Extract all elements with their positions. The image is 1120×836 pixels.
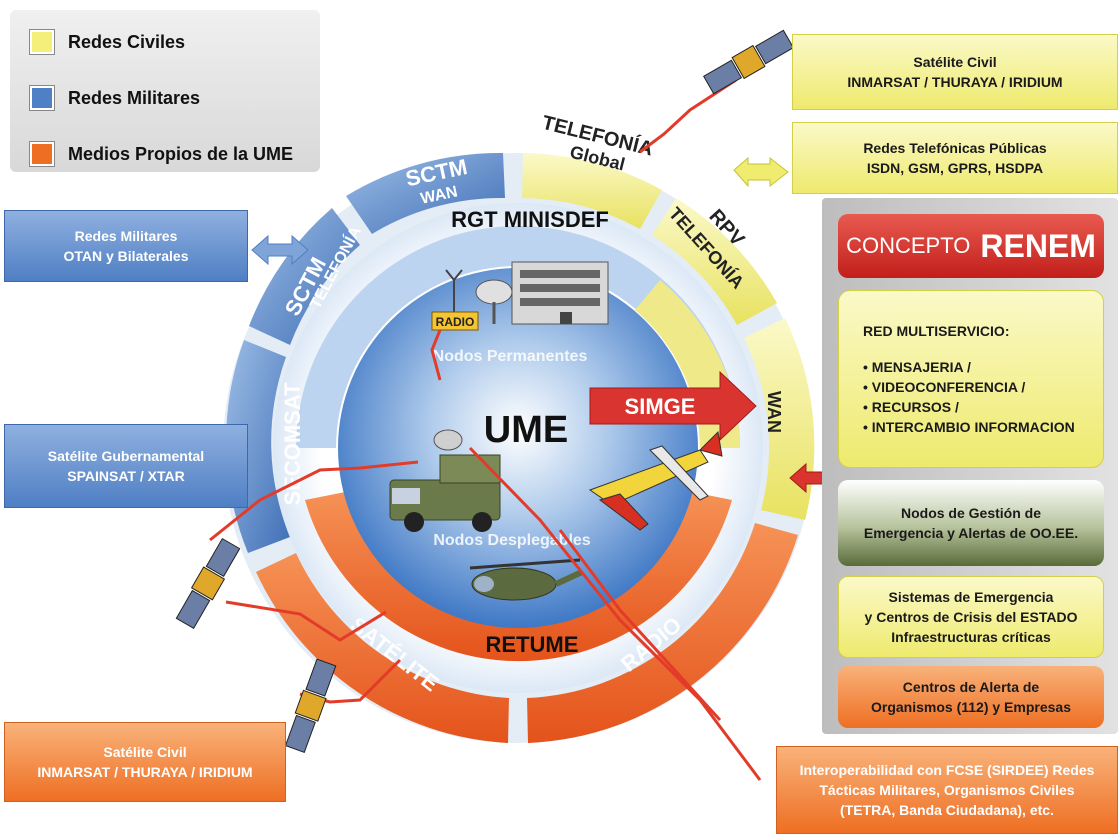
center-title: UME xyxy=(484,409,568,451)
nodes-mgmt-line1: Nodos de Gestión de xyxy=(900,505,1041,521)
box-sat-gov-line1: Satélite Gubernamental xyxy=(47,448,205,464)
renem-state-systems: Sistemas de Emergencia y Centros de Cris… xyxy=(838,576,1104,658)
box-sat-civil-bottom-line2: INMARSAT / THURAYA / IRIDIUM xyxy=(37,764,253,780)
box-interop-line3: (TETRA, Banda Ciudadana), etc. xyxy=(840,802,1054,818)
box-sat-civil-top-line2: INMARSAT / THURAYA / IRIDIUM xyxy=(847,74,1063,90)
segment-sctm-wan xyxy=(346,152,505,234)
legend-item-military: Redes Militares xyxy=(30,86,200,110)
alert-centers-line2: Organismos (112) y Empresas xyxy=(871,699,1071,715)
legend-item-civil: Redes Civiles xyxy=(30,30,185,54)
segment-telefonia-global xyxy=(522,153,662,229)
state-systems-line3: Infraestructuras críticas xyxy=(891,629,1051,645)
antenna-icon xyxy=(445,269,513,324)
box-sat-civil-bottom-line1: Satélite Civil xyxy=(103,744,187,760)
state-systems-line2: y Centros de Crisis del ESTADO xyxy=(864,609,1078,625)
legend-own-label: Medios Propios de la UME xyxy=(68,143,294,164)
satellite-icon xyxy=(703,29,795,95)
multiservice-item: • VIDEOCONFERENCIA / xyxy=(863,379,1026,395)
box-sat-civil-top-line1: Satélite Civil xyxy=(913,54,997,70)
legend: Redes Civiles Redes Militares Medios Pro… xyxy=(10,10,320,172)
segment-sctm-telefonia xyxy=(249,208,360,345)
satellite-icon xyxy=(175,537,241,629)
renem-name: RENEM xyxy=(980,228,1096,264)
ring-retume-own xyxy=(305,492,732,662)
renem-multiservice: RED MULTISERVICIO: • MENSAJERIA / • VIDE… xyxy=(838,290,1104,468)
nodes-mgmt-line2: Emergencia y Alertas de OO.EE. xyxy=(863,525,1079,541)
military-swatch-icon xyxy=(30,86,54,110)
box-interop-line2: Tácticas Militares, Organismos Civiles xyxy=(819,782,1075,798)
helicopter-icon xyxy=(469,558,584,601)
box-sat-civil-bottom: Satélite Civil INMARSAT / THURAYA / IRID… xyxy=(4,722,286,802)
box-mil-nets-line1: Redes Militares xyxy=(74,228,178,244)
label-retume: RETUME xyxy=(486,632,579,657)
military-truck-icon xyxy=(389,429,501,532)
label-wan: WAN xyxy=(764,391,784,433)
multiservice-item: • MENSAJERIA / xyxy=(863,359,971,375)
center-circle xyxy=(338,268,698,628)
alert-centers-line1: Centros de Alerta de xyxy=(902,679,1040,695)
label-rgt: RGT MINISDEF xyxy=(451,207,609,232)
segment-radio xyxy=(527,523,798,743)
arrow-mil-nets xyxy=(251,234,309,266)
box-sat-gov: Satélite Gubernamental SPAINSAT / XTAR xyxy=(4,424,248,508)
simge-arrow: SIMGE xyxy=(589,370,757,442)
segment-wan xyxy=(744,318,815,520)
legend-civil-label: Redes Civiles xyxy=(68,31,186,52)
box-phone-public-line2: ISDN, GSM, GPRS, HSDPA xyxy=(866,160,1044,176)
label-permanent-nodes: Nodos Permanentes xyxy=(433,348,588,365)
legend-item-own: Medios Propios de la UME xyxy=(30,142,293,166)
own-swatch-icon xyxy=(30,142,54,166)
box-sat-civil-top: Satélite Civil INMARSAT / THURAYA / IRID… xyxy=(792,34,1118,110)
segment-satelite xyxy=(256,553,509,743)
satellite-icon xyxy=(284,658,337,754)
ring-rgt-military xyxy=(296,226,740,448)
multiservice-item: • RECURSOS / xyxy=(863,399,959,415)
renem-alert-centers: Centros de Alerta de Organismos (112) y … xyxy=(838,666,1104,728)
segment-rpv-telefonia xyxy=(652,198,777,325)
box-phone-public: Redes Telefónicas Públicas ISDN, GSM, GP… xyxy=(792,122,1118,194)
box-sat-gov-line2: SPAINSAT / XTAR xyxy=(67,468,185,484)
box-mil-nets: Redes Militares OTAN y Bilaterales xyxy=(4,210,248,282)
label-simge: SIMGE xyxy=(625,394,696,419)
renem-prefix: CONCEPTO xyxy=(846,233,971,258)
radio-tag: RADIO xyxy=(431,311,479,331)
box-mil-nets-line2: OTAN y Bilaterales xyxy=(63,248,189,264)
box-interop: Interoperabilidad con FCSE (SIRDEE) Rede… xyxy=(776,746,1118,834)
building-icon xyxy=(511,261,609,325)
renem-nodes-mgmt: Nodos de Gestión de Emergencia y Alertas… xyxy=(838,480,1104,566)
box-interop-line1: Interoperabilidad con FCSE (SIRDEE) Rede… xyxy=(799,762,1095,778)
arrow-phone-public xyxy=(733,156,789,188)
renem-header: CONCEPTO RENEM xyxy=(838,214,1104,278)
airplane-icon xyxy=(588,430,723,531)
multiservice-title: RED MULTISERVICIO: xyxy=(863,323,1010,339)
box-phone-public-line1: Redes Telefónicas Públicas xyxy=(863,140,1047,156)
radio-tag-label: RADIO xyxy=(436,315,475,329)
legend-military-label: Redes Militares xyxy=(68,87,201,108)
multiservice-item: • INTERCAMBIO INFORMACION xyxy=(863,419,1075,435)
state-systems-line1: Sistemas de Emergencia xyxy=(888,589,1054,605)
civil-swatch-icon xyxy=(30,30,54,54)
